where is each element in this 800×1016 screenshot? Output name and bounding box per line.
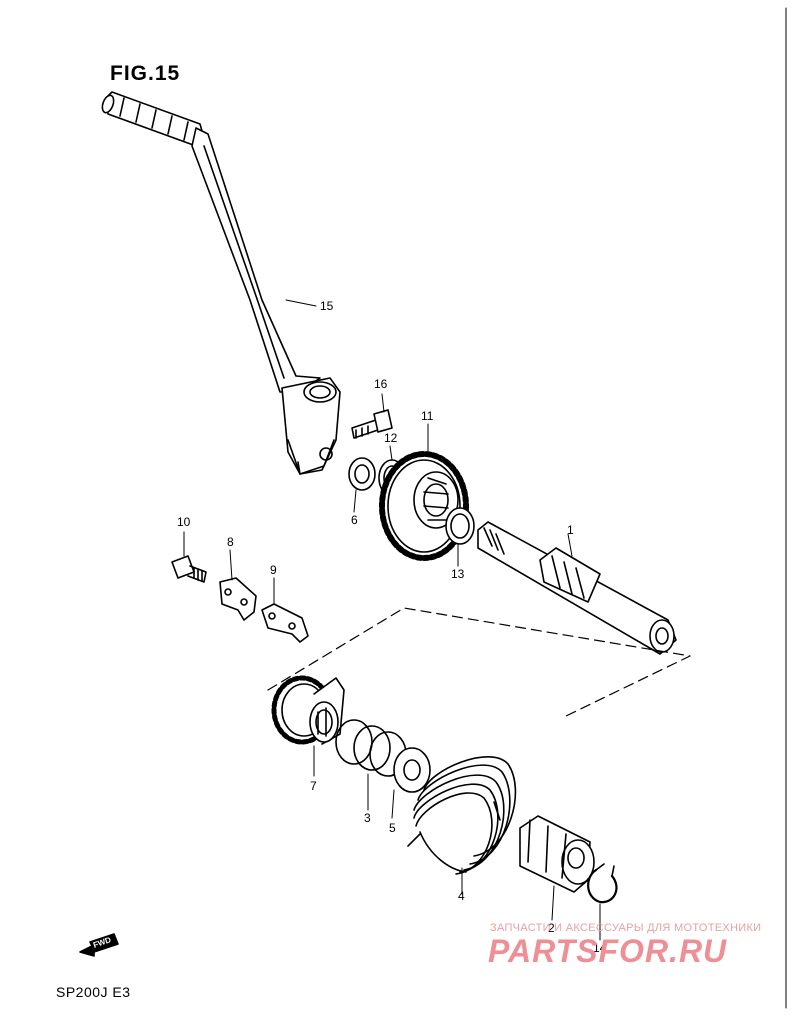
plate-9 [261,603,309,643]
callout-9: 9 [270,563,277,577]
leader-12 [389,445,393,461]
leader-2 [551,885,555,921]
leader-5 [391,789,395,819]
callout-5: 5 [389,821,396,835]
callout-14: 14 [593,941,607,955]
callout-7: 7 [310,779,317,793]
washer-5 [393,747,431,793]
figure-title: FIG.15 [110,62,181,85]
callout-8: 8 [227,535,234,549]
watermark-subtitle: ЗАПЧАСТИ И АКСЕССУАРЫ ДЛЯ МОТОТЕХНИКИ [490,922,762,934]
callout-10: 10 [177,515,191,529]
watermark-brand: PARTSFOR.RU [488,933,728,969]
callout-11: 11 [421,409,434,423]
leader-15 [285,299,317,307]
bolt-16 [351,409,393,439]
leader-6 [353,489,357,513]
guide-2 [519,815,595,893]
kick-lever [101,91,341,475]
callout-4: 4 [458,889,465,903]
return-spring-4 [407,756,517,875]
leader-16 [381,393,385,413]
ratchet-7 [271,675,345,745]
gear-11 [379,451,469,561]
circlip-14 [587,863,618,904]
callout-3: 3 [364,811,371,825]
leader-1 [567,533,573,557]
leader-8 [229,549,233,581]
bolt-10 [171,555,207,583]
callout-13: 13 [451,567,465,581]
callout-6: 6 [351,513,358,527]
fwd-arrow-icon [79,933,119,957]
kick-shaft-1 [477,521,677,655]
callout-2: 2 [548,921,555,935]
group-boundary [267,607,691,717]
callout-15: 15 [320,299,334,313]
callout-12: 12 [384,431,398,445]
callout-1: 1 [567,523,574,537]
washer-6 [348,457,376,491]
model-code: SP200J E3 [56,984,131,1000]
callout-16: 16 [374,377,388,391]
circlip-13 [445,507,475,545]
plate-8 [219,577,257,621]
